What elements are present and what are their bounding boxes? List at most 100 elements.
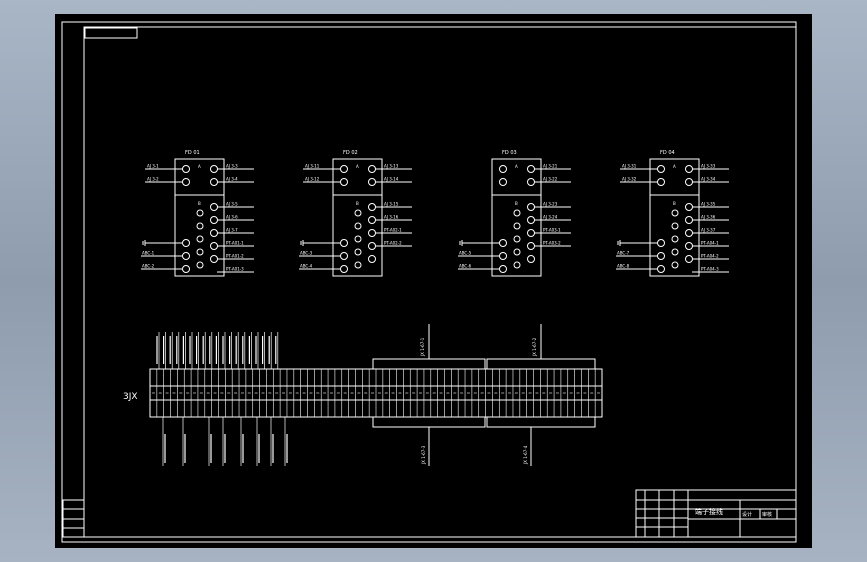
terminal-circle — [685, 203, 693, 211]
wire-label: ABC-8 — [617, 264, 630, 269]
terminal-circle — [368, 216, 376, 224]
terminal-circle — [513, 209, 521, 217]
section-mark: A — [515, 164, 518, 169]
terminal-circle — [685, 165, 693, 173]
wire-label: PT-A04-1 — [701, 241, 719, 246]
device-box-title: FD 03 — [502, 150, 517, 156]
section-mark: A — [356, 164, 359, 169]
wire-label: AJ 3-4 — [226, 177, 238, 182]
wire-label: AJ 3-6 — [226, 215, 238, 220]
terminal-circle — [210, 178, 218, 186]
terminal-circle — [196, 248, 204, 256]
wire-label: PT-A03-1 — [543, 228, 561, 233]
stamp-box — [84, 27, 138, 39]
terminal-circle — [182, 178, 190, 186]
wire-label: PT-A01-2 — [226, 254, 244, 259]
wire-label: PT-A02-1 — [384, 228, 402, 233]
wire-label: AJ 3-14 — [384, 177, 399, 182]
terminal-circle — [685, 216, 693, 224]
lower-bracket — [372, 416, 486, 428]
section-mark: B — [515, 201, 518, 206]
terminal-circle — [499, 265, 507, 273]
terminal-circle — [210, 216, 218, 224]
terminal-circle — [527, 216, 535, 224]
terminal-circle — [354, 235, 362, 243]
wire-label: AJ 3-16 — [384, 215, 399, 220]
device-box-title: FD 04 — [660, 150, 675, 156]
wire-label: AJ 3-2 — [147, 177, 159, 182]
terminal-strip-label: 3JX — [123, 392, 138, 402]
device-box-outline — [649, 158, 700, 277]
terminal-circle — [354, 209, 362, 217]
terminal-circle — [527, 165, 535, 173]
drawing-title: 端子接线 — [695, 507, 723, 516]
section-mark: B — [356, 201, 359, 206]
terminal-circle — [527, 255, 535, 263]
wire-label: AJ 3-7 — [226, 228, 238, 233]
terminal-circle — [210, 255, 218, 263]
terminal-circle — [527, 203, 535, 211]
terminal-circle — [368, 178, 376, 186]
device-box-title: FD 01 — [185, 150, 200, 156]
wire-label: PT-A04-3 — [701, 267, 719, 272]
device-box-title: FD 02 — [343, 150, 358, 156]
wire-label: AJ 3-13 — [384, 164, 399, 169]
wire-label: PT-A01-1 — [226, 241, 244, 246]
terminal-circle — [368, 242, 376, 250]
terminal-circle — [182, 252, 190, 260]
terminal-circle — [657, 265, 665, 273]
terminal-circle — [196, 261, 204, 269]
terminal-circle — [354, 222, 362, 230]
lower-bracket — [486, 416, 596, 428]
terminal-circle — [513, 235, 521, 243]
terminal-circle — [671, 235, 679, 243]
wire-label: AJ 3-37 — [701, 228, 716, 233]
wire-label: AJ 3-12 — [305, 177, 320, 182]
terminal-circle — [499, 165, 507, 173]
wire-label: ABC-1 — [142, 251, 155, 256]
wire-label: AJ 3-1 — [147, 164, 159, 169]
device-box-outline — [491, 158, 542, 277]
terminal-circle — [340, 265, 348, 273]
wire-label: ABC-3 — [300, 251, 313, 256]
wire-label: AJ 3-21 — [543, 164, 558, 169]
title-label-a: 设计 — [742, 511, 752, 518]
wire-label: ABC-5 — [459, 251, 472, 256]
section-mark: A — [673, 164, 676, 169]
terminal-circle — [671, 209, 679, 217]
terminal-circle — [182, 265, 190, 273]
terminal-circle — [340, 178, 348, 186]
terminal-circle — [368, 229, 376, 237]
terminal-circle — [196, 209, 204, 217]
terminal-circle — [499, 239, 507, 247]
terminal-circle — [685, 242, 693, 250]
wire-label: AJ 3-32 — [622, 177, 637, 182]
terminal-circle — [182, 239, 190, 247]
wire-label: ABC-6 — [459, 264, 472, 269]
terminal-circle — [671, 248, 679, 256]
upper-bracket — [372, 358, 486, 370]
wire-label: AJ 3-15 — [384, 202, 399, 207]
title-block: 端子接线 设计 审核 — [635, 489, 797, 538]
terminal-circle — [685, 178, 693, 186]
wire-label: AJ 3-34 — [701, 177, 716, 182]
wire-label: AJ 3-36 — [701, 215, 716, 220]
terminal-circle — [354, 261, 362, 269]
wire-label: AJ 3-11 — [305, 164, 320, 169]
strip-label-lower-right: JX 1-67-4 — [523, 445, 528, 465]
terminal-circle — [513, 248, 521, 256]
terminal-circle — [210, 203, 218, 211]
wire-label: AJ 3-33 — [701, 164, 716, 169]
device-box-outline — [332, 158, 383, 277]
terminal-circle — [368, 165, 376, 173]
wire-label: AJ 3-31 — [622, 164, 637, 169]
inner-frame — [83, 26, 797, 538]
